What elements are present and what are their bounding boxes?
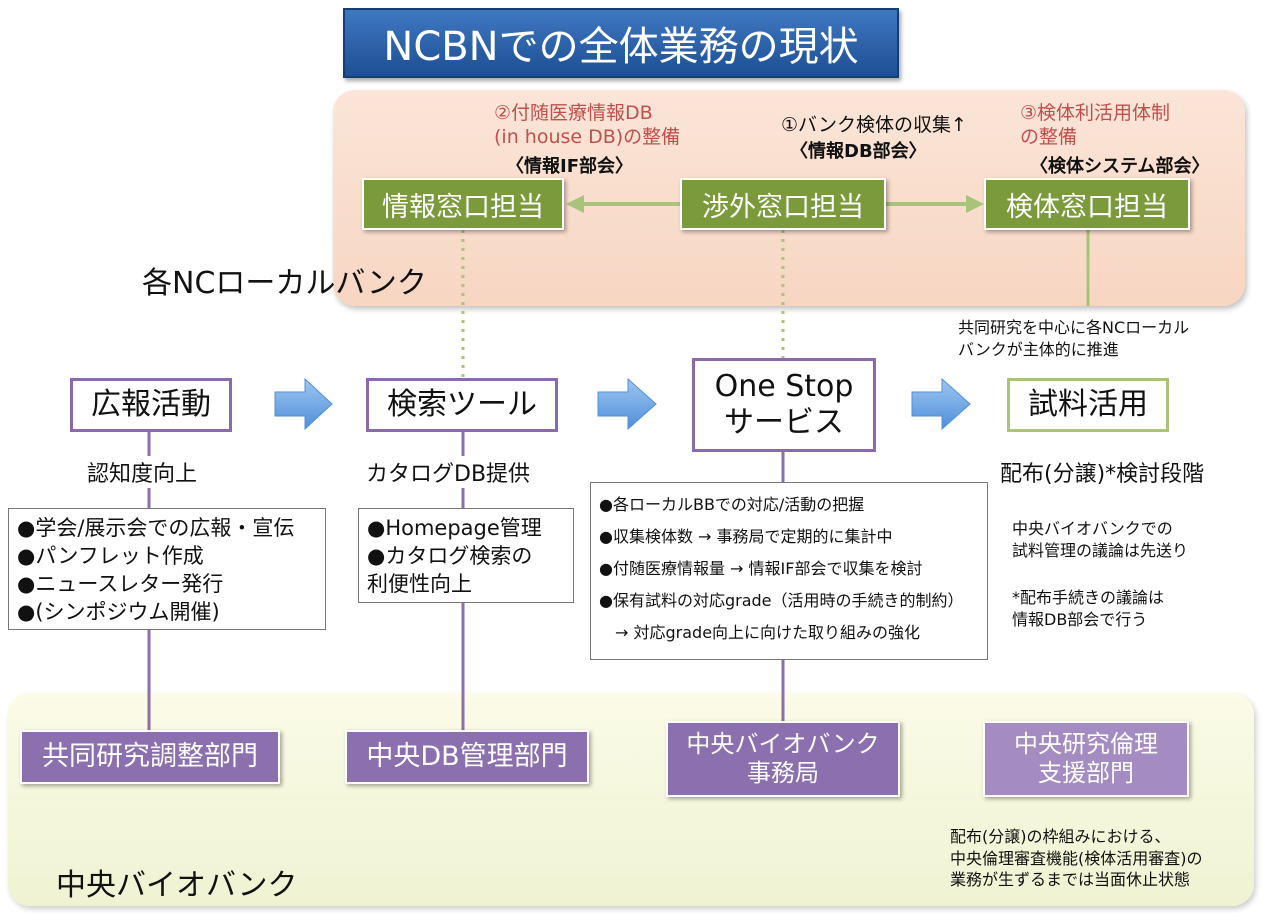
onestop-task-list: ●各ローカルBBでの対応/活動の把握 ●収集検体数 → 事務局で定期的に集計中 …	[590, 482, 988, 660]
goal1-text: ①バンク検体の収集↑	[781, 114, 967, 136]
list-item: ●保有試料の対応grade（活用時の手続き的制約）	[599, 591, 964, 610]
info-window-box: 情報窓口担当	[362, 178, 564, 230]
goal2-text: ②付随医療情報DB (in house DB)の整備	[494, 102, 681, 148]
goal3-committee: 〈検体システム部会〉	[1030, 156, 1210, 177]
search-task-list: ●Homepage管理 ●カタログ検索の 利便性向上	[358, 508, 574, 603]
list-item: ●Homepage管理	[367, 516, 542, 540]
ethics-note: 配布(分譲)の枠組みにおける、 中央倫理審査機能(検体活用審査)の 業務が生ずる…	[950, 827, 1203, 890]
specimen-window-box: 検体窓口担当	[984, 178, 1190, 230]
dept-joint-research: 共同研究調整部門	[20, 730, 280, 784]
pr-sub-label: 認知度向上	[87, 456, 198, 488]
pr-activity-box: 広報活動	[70, 378, 232, 432]
list-item: 利便性向上	[367, 571, 472, 596]
list-item: ●付随医療情報量 → 情報IF部会で収集を検討	[599, 559, 923, 578]
sample-note-2: *配布手続きの議論は 情報DB部会で行う	[1012, 588, 1165, 629]
list-item: ●パンフレット作成	[17, 543, 204, 568]
page-title: NCBNでの全体業務の現状	[343, 8, 899, 78]
external-window-box: 渉外窓口担当	[680, 178, 886, 230]
goal2-committee: 〈情報IF部会〉	[506, 156, 633, 177]
sample-sub-label: 配布(分譲)*検討段階	[1000, 462, 1205, 487]
local-bank-label: 各NCローカルバンク	[142, 266, 427, 301]
list-item: ●各ローカルBBでの対応/活動の把握	[599, 495, 865, 514]
list-item: ●ニュースレター発行	[17, 571, 224, 596]
onestop-service-box: One Stop サービス	[692, 358, 876, 452]
list-item: ●学会/展示会での広報・宣伝	[17, 516, 295, 540]
search-tool-box: 検索ツール	[366, 378, 558, 432]
sample-use-box: 試料活用	[1007, 378, 1169, 432]
flow-arrow-2	[597, 377, 657, 431]
flow-arrow-3	[911, 377, 971, 431]
central-bank-label: 中央バイオバンク	[56, 868, 298, 903]
goal3-text: ③検体利活用体制 の整備	[1020, 102, 1171, 148]
goal1-committee: 〈情報DB部会〉	[790, 141, 927, 162]
dept-ethics-support: 中央研究倫理 支援部門	[983, 721, 1189, 797]
arrow-head-right	[966, 195, 984, 213]
dept-central-office: 中央バイオバンク 事務局	[666, 721, 900, 797]
list-item: → 対応grade向上に向けた取り組みの強化	[599, 623, 921, 642]
list-item: ●収集検体数 → 事務局で定期的に集計中	[599, 527, 893, 546]
flow-arrow-1	[274, 377, 333, 431]
search-sub-label: カタログDB提供	[366, 456, 531, 488]
arrow-head-left	[566, 195, 584, 213]
list-item: ●カタログ検索の	[367, 543, 533, 568]
dept-central-db: 中央DB管理部門	[345, 730, 589, 784]
list-item: ●(シンポジウム開催)	[17, 599, 220, 624]
joint-research-note: 共同研究を中心に各NCローカル バンクが主体的に推進	[958, 317, 1190, 361]
pr-task-list: ●学会/展示会での広報・宣伝 ●パンフレット作成 ●ニュースレター発行 ●(シン…	[8, 508, 326, 630]
sample-note-1: 中央バイオバンクでの 試料管理の議論は先送り	[1012, 519, 1189, 560]
